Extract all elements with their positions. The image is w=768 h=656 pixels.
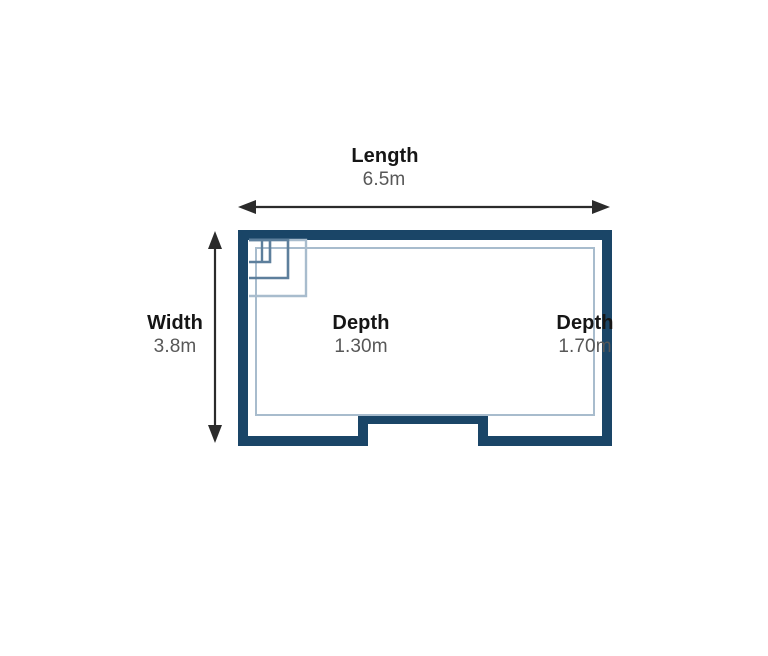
width-dimension-arrow (208, 231, 222, 443)
corner-steps-group (249, 238, 308, 298)
length-label-title: Length (351, 145, 419, 167)
depth-shallow-label: Depth 1.30m (196, 311, 526, 359)
depth-deep-label-title: Depth (556, 312, 614, 334)
length-dimension-arrow (238, 200, 610, 214)
length-label-value: 6.5m (362, 169, 406, 191)
depth-shallow-label-title: Depth (332, 312, 390, 334)
length-arrow-head-left (238, 200, 256, 214)
width-label: Width 3.8m (110, 311, 240, 359)
length-label: Length 6.5m (0, 144, 768, 192)
width-arrow-head-bottom (208, 425, 222, 443)
water-edge-outline (255, 247, 595, 416)
length-arrow-head-right (592, 200, 610, 214)
width-label-value: 3.8m (153, 336, 197, 358)
width-label-title: Width (147, 312, 203, 334)
depth-shallow-label-value: 1.30m (334, 336, 388, 358)
depth-deep-label: Depth 1.70m (420, 311, 750, 359)
pool-interior-fill (248, 240, 602, 436)
step-outline-1 (249, 238, 272, 264)
depth-deep-label-value: 1.70m (558, 336, 612, 358)
width-arrow-head-top (208, 231, 222, 249)
